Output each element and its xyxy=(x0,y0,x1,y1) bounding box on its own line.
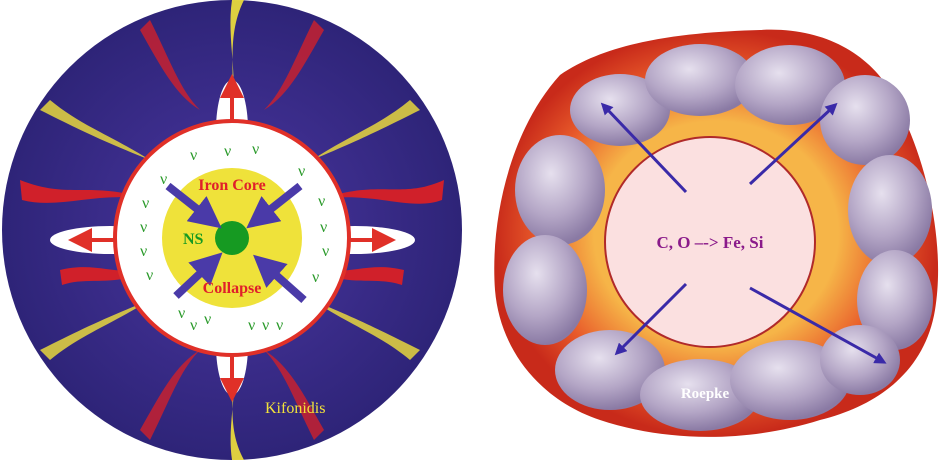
reaction-label: C, O –-> Fe, Si xyxy=(657,233,764,252)
neutrino: ν xyxy=(252,141,259,158)
neutrino: ν xyxy=(190,147,197,164)
neutrino: ν xyxy=(140,219,147,236)
neutrino: ν xyxy=(320,219,327,236)
collapse-label: Collapse xyxy=(203,280,262,297)
neutrino: ν xyxy=(190,317,197,334)
neutrino: ν xyxy=(178,305,185,322)
neutrino: ν xyxy=(248,317,255,334)
neutrino: ν xyxy=(160,171,167,188)
neutrino: ν xyxy=(276,317,283,334)
credit-kifonidis: Kifonidis xyxy=(265,400,325,417)
neutrino: ν xyxy=(318,193,325,210)
iron-core-label: Iron Core xyxy=(198,177,265,194)
neutrino: ν xyxy=(146,267,153,284)
neutron-star xyxy=(215,221,249,255)
neutrino: ν xyxy=(142,195,149,212)
thermonuclear-panel: C, O –-> Fe, Si Roepke xyxy=(494,30,938,437)
neutrino: ν xyxy=(322,243,329,260)
credit-roepke: Roepke xyxy=(681,386,730,402)
neutrino: ν xyxy=(140,243,147,260)
neutrino: ν xyxy=(298,163,305,180)
neutrino: ν xyxy=(224,143,231,160)
neutrino: ν xyxy=(262,317,269,334)
neutrino: ν xyxy=(204,311,211,328)
core-collapse-panel: ν ν ν ν ν ν ν ν ν ν ν ν ν ν ν ν ν ν ν Ir… xyxy=(2,0,462,460)
ns-label: NS xyxy=(183,231,204,248)
neutrino: ν xyxy=(312,269,319,286)
